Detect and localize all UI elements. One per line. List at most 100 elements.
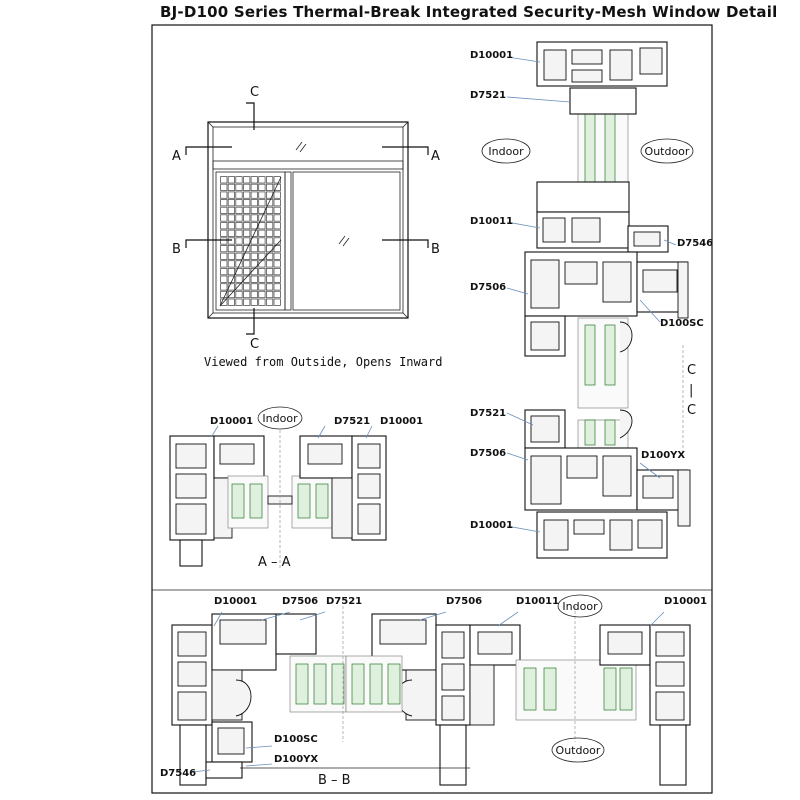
label-d7521-aa: D7521 (334, 416, 370, 427)
mesh-cell (273, 214, 281, 222)
label-d7521-cc-top: D7521 (470, 90, 506, 101)
mesh-cell (235, 252, 243, 260)
mesh-cell (265, 199, 274, 207)
label-d10011-cc: D10011 (470, 216, 513, 227)
mesh-cell (243, 290, 251, 299)
outdoor-bubble-bb (551, 737, 605, 763)
cut-label-b-right: B (431, 242, 440, 257)
mesh-cell (265, 176, 274, 184)
mesh-cell (250, 183, 258, 191)
indoor-bubble-bb (557, 594, 603, 618)
label-d100yx-bb: D100YX (274, 754, 318, 765)
mesh-cell (273, 283, 281, 291)
mesh-cell (258, 229, 266, 237)
mesh-cell (227, 183, 235, 191)
label-d7521-bb: D7521 (326, 596, 362, 607)
label-d10001-aa-right: D10001 (380, 416, 423, 427)
mesh-cell (235, 283, 243, 291)
label-d10001-cc-top: D10001 (470, 50, 513, 61)
mesh-cell (265, 222, 274, 230)
mesh-cell (227, 222, 235, 230)
outdoor-text-cc: Outdoor (645, 145, 690, 158)
mesh-cell (243, 260, 251, 268)
mesh-cell (235, 290, 243, 299)
mesh-cell (273, 290, 281, 299)
elevation-caption: Viewed from Outside, Opens Inward (204, 355, 442, 369)
mesh-cell (273, 298, 281, 306)
mesh-cell (220, 237, 228, 245)
label-d100yx-cc: D100YX (641, 450, 685, 461)
mullion (284, 171, 292, 311)
mesh-cell (235, 237, 243, 245)
label-d10001-bb-left: D10001 (214, 596, 257, 607)
mesh-cell (265, 229, 274, 237)
mesh-cell (273, 237, 281, 245)
mesh-cell (227, 206, 235, 214)
mesh-cell (250, 290, 258, 299)
mesh-cell (265, 290, 274, 299)
mesh-cell (273, 222, 281, 230)
mesh-cell (243, 206, 251, 214)
mesh-cell (265, 283, 274, 291)
inner-frame (212, 126, 404, 314)
mesh-cell (258, 275, 266, 283)
label-d100sc-bb: D100SC (274, 734, 318, 745)
mesh-cell (250, 275, 258, 283)
mesh-cell (265, 252, 274, 260)
label-d7506-cc-top: D7506 (470, 282, 506, 293)
mesh-cell (258, 283, 266, 291)
mesh-cell (243, 176, 251, 184)
mesh-cell (265, 275, 274, 283)
cc-label-bottom: C (687, 403, 696, 418)
mesh-cell (235, 214, 243, 222)
label-d7506-bb-left: D7506 (282, 596, 318, 607)
mesh-cell (250, 283, 258, 291)
window-elevation: A A B B C C Viewed from Outside, Opens I… (172, 85, 442, 369)
mesh-cell (273, 176, 281, 184)
mesh-cell (243, 191, 251, 199)
mesh-cell (258, 222, 266, 230)
fixed-glass (292, 171, 401, 311)
mesh-cell (265, 237, 274, 245)
mesh-cell (250, 252, 258, 260)
mesh-cell (220, 244, 228, 253)
mesh-cell (250, 214, 258, 222)
mesh-cell (235, 275, 243, 283)
mesh-cell (243, 229, 251, 237)
outer-frame (207, 121, 409, 319)
mesh-cell (258, 267, 266, 276)
outdoor-bubble-cc (640, 138, 694, 164)
mesh-cell (227, 176, 235, 184)
mesh-cell (250, 199, 258, 207)
mesh-cell (220, 222, 228, 230)
indoor-text-bb: Indoor (562, 600, 598, 613)
mesh-cell (227, 199, 235, 207)
mesh-cell (273, 206, 281, 214)
label-d7546-bb: D7546 (160, 768, 196, 779)
mesh-cell (243, 214, 251, 222)
cut-label-b-left: B (172, 242, 181, 257)
mesh-cell (258, 199, 266, 207)
section-aa (169, 430, 387, 568)
cc-label-bar: | (689, 383, 693, 398)
mesh-cell (258, 183, 266, 191)
mesh-cell (220, 229, 228, 237)
mesh-cell (235, 222, 243, 230)
mesh-cell (265, 260, 274, 268)
mesh-cell (220, 252, 228, 260)
mesh-cell (273, 229, 281, 237)
indoor-bubble-aa (257, 406, 303, 430)
cut-label-a-right: A (431, 149, 440, 164)
mesh-cell (265, 206, 274, 214)
mesh-cell (220, 260, 228, 268)
mesh-cell (273, 275, 281, 283)
mesh-cell (235, 199, 243, 207)
mesh-cell (258, 244, 266, 253)
mesh-cell (273, 252, 281, 260)
mesh-cell (265, 214, 274, 222)
label-d10001-cc-bottom: D10001 (470, 520, 513, 531)
mesh-cell (220, 283, 228, 291)
mesh-cell (227, 191, 235, 199)
mesh-cell (265, 191, 274, 199)
mesh-cell (265, 183, 274, 191)
